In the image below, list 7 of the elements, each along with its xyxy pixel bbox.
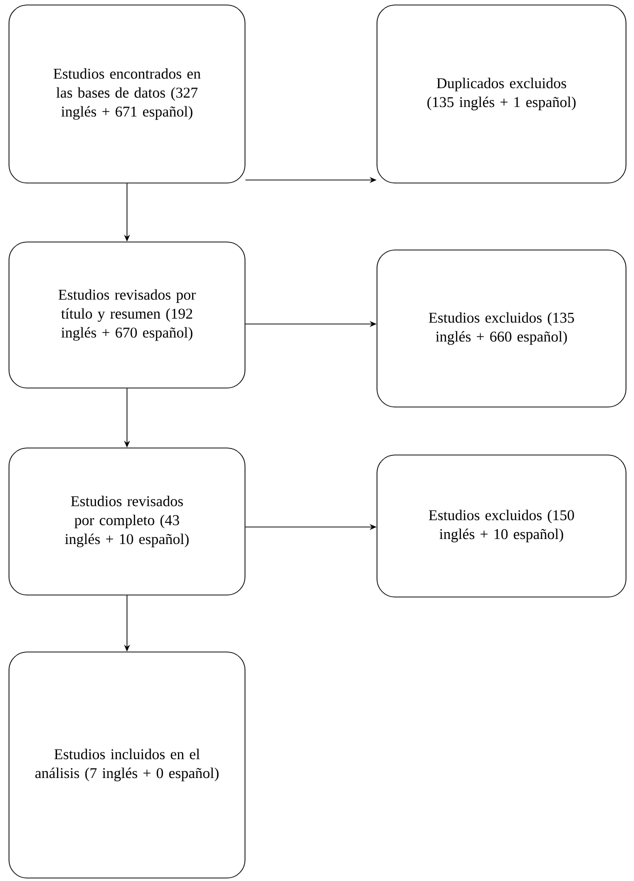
process-box: Estudios revisados por título y resumen (192 inglés + 670 español): [8, 242, 246, 388]
process-box: Estudios revisados por completo (43 inglés + 10 español): [8, 448, 246, 596]
process-box: Estudios excluidos (150 inglés + 10 español): [376, 454, 626, 598]
process-box: Duplicados excluidos (135 inglés + 1 español): [376, 4, 626, 184]
process-box: Estudios incluidos en el análisis (7 inglés + 0 español): [8, 652, 246, 878]
process-box: Estudios excluidos (135 inglés + 660 español): [376, 250, 626, 408]
process-box: Estudios encontrados en las bases de datos (327 inglés + 671 español): [8, 4, 246, 184]
